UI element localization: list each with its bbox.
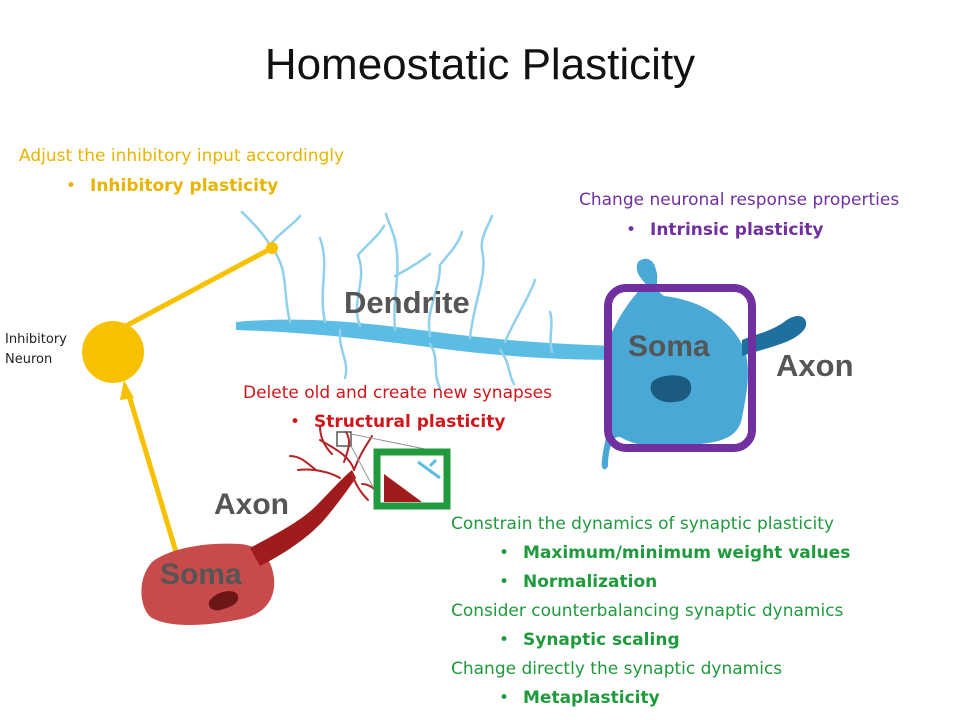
axon-post-shape [742,316,807,356]
inhibitory-synapse-dot [266,242,278,254]
intrinsic-bullet: Intrinsic plasticity [626,220,823,240]
inhibitory-neuron-label-line2: Neuron [5,352,53,367]
soma-post [601,258,748,470]
inhibitory-neuron-label-line1: Inhibitory [5,332,67,347]
intrinsic-heading: Change neuronal response properties [579,190,900,210]
dendrite-trunk [236,319,620,360]
synaptic-heading-2: Consider counterbalancing synaptic dynam… [451,601,844,621]
soma-pre [141,543,275,625]
nucleus-pre [208,591,239,611]
label-dendrite: Dendrite [344,285,470,320]
label-soma-pre: Soma [160,558,242,591]
structural-heading: Delete old and create new synapses [243,383,552,403]
inhibitory-arrow-head [120,380,134,400]
inhibitory-bullet: Inhibitory plasticity [66,176,278,196]
synaptic-heading-3: Change directly the synaptic dynamics [451,659,783,679]
inhibitory-neuron-body [82,321,144,383]
synaptic-heading-1: Constrain the dynamics of synaptic plast… [451,514,834,534]
inhibitory-heading: Adjust the inhibitory input accordingly [19,146,345,166]
structural-bullet: Structural plasticity [290,412,505,432]
synapse-marker [336,431,352,447]
intrinsic-frame [604,284,756,452]
synaptic-bullet-3: Synaptic scaling [499,630,680,650]
axon-pre-shape [250,470,356,566]
label-axon-post: Axon [776,348,854,383]
synaptic-bullet-1: Maximum/minimum weight values [499,543,850,563]
dendrite-branches [240,210,554,390]
nucleus-post [650,375,692,403]
synaptic-bullet-4: Metaplasticity [499,688,660,708]
label-axon-pre: Axon [214,488,289,521]
page-title: Homeostatic Plasticity [264,40,696,89]
label-soma-post: Soma [628,330,710,363]
synaptic-bullet-2: Normalization [499,572,657,592]
